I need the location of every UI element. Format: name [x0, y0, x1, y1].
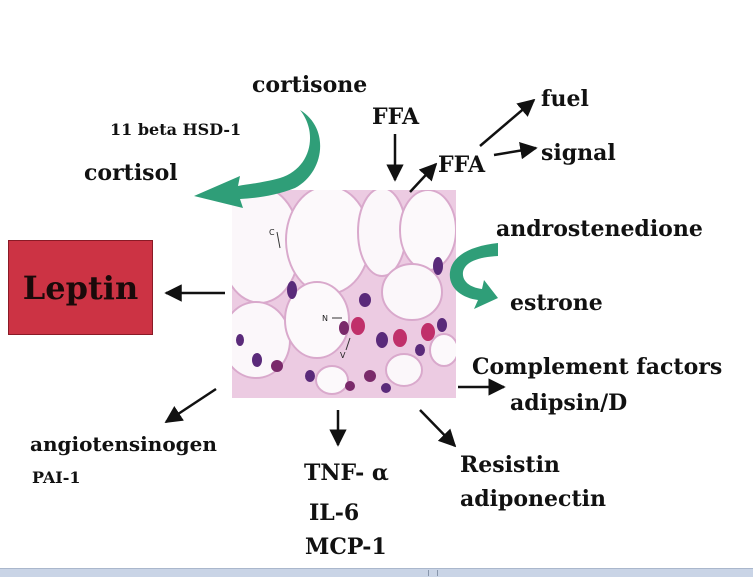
- fuel-arrow: [479, 98, 536, 147]
- signal-label: signal: [541, 140, 616, 166]
- micrograph-label-n: N: [322, 314, 328, 323]
- angiotensinogen-arrow: [164, 387, 217, 424]
- ffa-output-label: FFA: [438, 152, 486, 178]
- nucleus: [415, 344, 425, 356]
- nucleus: [351, 317, 365, 335]
- nucleus: [359, 293, 371, 307]
- androstenedione-label: androstenedione: [496, 216, 703, 242]
- adipocyte: [381, 263, 443, 321]
- nucleus: [252, 353, 262, 367]
- nucleus: [305, 370, 315, 382]
- nucleus: [381, 383, 391, 393]
- adipocyte: [385, 353, 423, 387]
- micrograph-drawing: C N V: [232, 190, 456, 398]
- nucleus: [236, 334, 244, 346]
- cortisone-to-cortisol-arrow: [194, 110, 321, 208]
- cortisone-label: cortisone: [252, 72, 368, 98]
- micrograph-label-c: C: [269, 228, 275, 237]
- nucleus: [393, 329, 407, 347]
- adipocyte: [284, 281, 350, 359]
- il6-label: IL-6: [309, 500, 360, 526]
- pai1-label: PAI-1: [32, 468, 81, 487]
- nucleus: [421, 323, 435, 341]
- angiotensinogen-label: angiotensinogen: [30, 432, 217, 456]
- leptin-label: Leptin: [22, 268, 139, 307]
- leptin-box: Leptin: [8, 240, 153, 335]
- nucleus: [339, 321, 349, 335]
- mcp1-label: MCP-1: [305, 534, 387, 560]
- nucleus: [345, 381, 355, 391]
- nucleus: [287, 281, 297, 299]
- cortisol-label: cortisol: [84, 160, 178, 186]
- adipocyte: [429, 333, 456, 367]
- estrone-label: estrone: [510, 290, 603, 316]
- complement-factors-label: Complement factors: [472, 354, 723, 380]
- nucleus: [376, 332, 388, 348]
- micrograph-label-v: V: [340, 351, 346, 360]
- scrollbar-grip[interactable]: [428, 570, 438, 576]
- resistin-arrow: [419, 409, 457, 448]
- fuel-label: fuel: [541, 86, 589, 112]
- hsd-label: 11 beta HSD-1: [110, 120, 242, 139]
- signal-arrow: [493, 141, 538, 160]
- nucleus: [437, 318, 447, 332]
- ffa-input-label: FFA: [372, 104, 420, 130]
- tnf-alpha-label: TNF- α: [304, 460, 389, 486]
- adipsin-label: adipsin/D: [510, 390, 628, 416]
- resistin-label: Resistin: [460, 452, 560, 478]
- nucleus: [271, 360, 283, 372]
- nucleus: [364, 370, 376, 382]
- nucleus: [433, 257, 443, 275]
- adiponectin-label: adiponectin: [460, 486, 606, 512]
- androstenedione-to-estrone-arrow: [449, 243, 498, 309]
- bottom-scrollbar[interactable]: [0, 568, 753, 577]
- adipose-tissue-micrograph: C N V: [232, 190, 456, 398]
- adipocyte: [315, 365, 349, 395]
- ffa-out-arrow: [409, 162, 438, 193]
